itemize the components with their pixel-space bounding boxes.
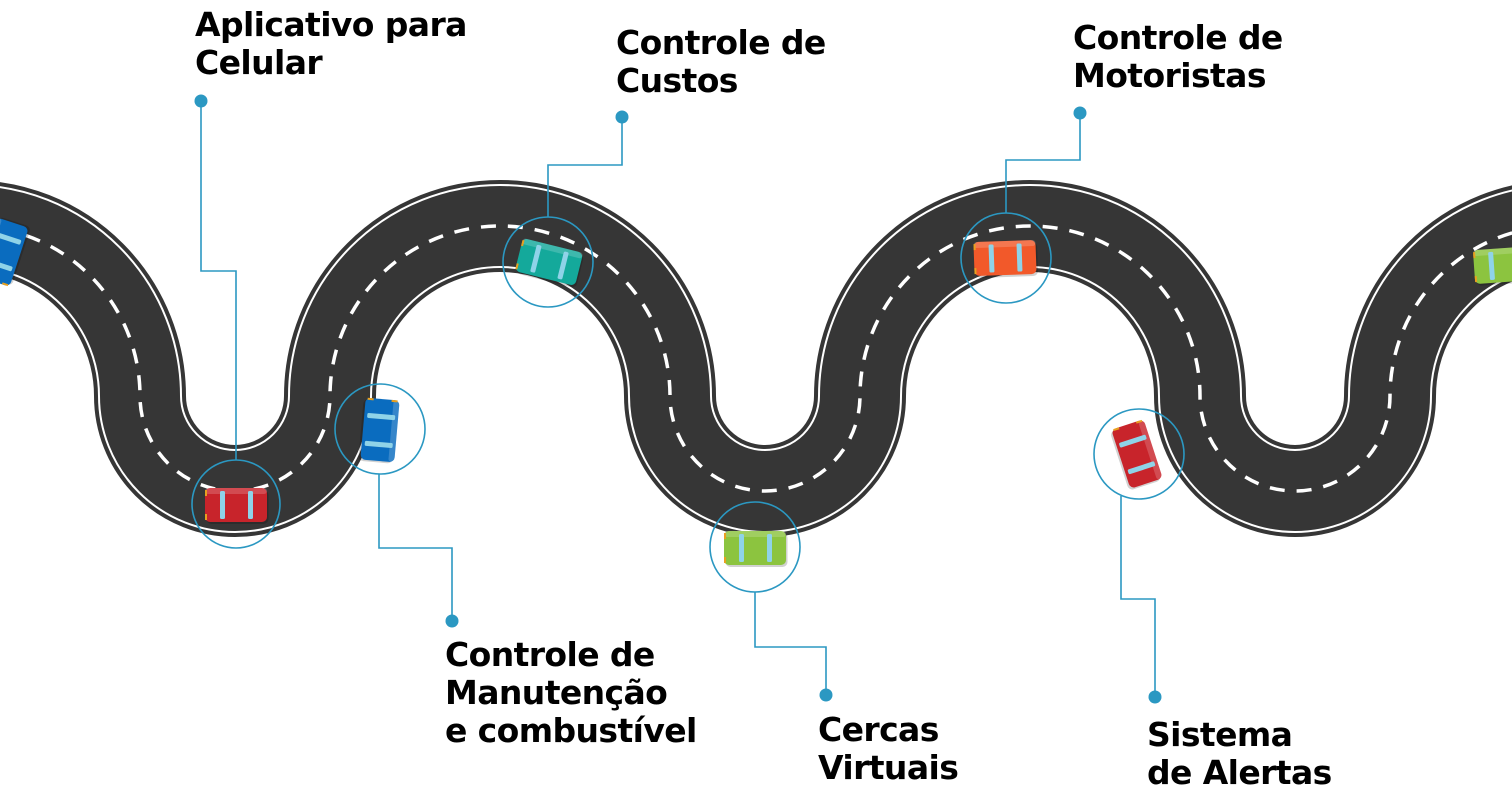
car-light: [1, 282, 9, 287]
car-rear-window: [220, 491, 225, 519]
car-light: [367, 397, 374, 401]
label-line: Controle de: [1073, 18, 1283, 57]
car-front-window: [1016, 243, 1023, 272]
highlight-ring-maintenance-fuel: [334, 383, 426, 475]
cars: [0, 212, 1512, 593]
highlight-ring-virtual-fences: [709, 501, 801, 593]
car-driver-control: [973, 240, 1038, 278]
car-light: [205, 490, 207, 496]
car-virtual-fences: [724, 531, 788, 567]
car-alert-system: [1111, 419, 1162, 490]
label-line: Custos: [616, 61, 738, 100]
callout-line-driver-control: [1005, 113, 1081, 213]
car-front-window: [248, 491, 253, 519]
callout-line-virtual-fences: [754, 592, 827, 695]
car-front-window: [364, 440, 393, 449]
label-line: Controle de: [445, 635, 655, 674]
callout-line-maintenance-fuel: [378, 474, 453, 621]
car-mobile-app: [205, 488, 269, 524]
road-inner-asphalt: [0, 226, 1512, 491]
car-body: [0, 218, 28, 286]
callout-line-alert-system: [1120, 496, 1156, 697]
car-front-window: [557, 251, 569, 280]
car-rear-window: [739, 534, 744, 562]
highlight-ring-driver-control: [960, 212, 1052, 304]
car-light: [1474, 276, 1478, 283]
car-highlight: [724, 531, 786, 537]
car-cost-control: [515, 238, 584, 288]
car-rear-window: [530, 244, 542, 273]
callouts: [194, 94, 1162, 704]
label-line: Cercas: [818, 710, 939, 749]
car-front-window: [767, 534, 772, 562]
callout-dot-driver-control: [1073, 106, 1087, 120]
label-line: Sistema: [1147, 715, 1293, 754]
car-light: [391, 399, 398, 403]
callout-dot-cost-control: [615, 110, 629, 124]
callout-dot-virtual-fences: [819, 688, 833, 702]
car-highlight: [205, 488, 267, 494]
label-line: Celular: [195, 43, 323, 82]
label-line: Manutenção: [445, 673, 668, 712]
callout-dot-mobile-app: [194, 94, 208, 108]
car-rear-window: [1119, 434, 1147, 448]
car-light: [521, 239, 525, 247]
car-body: [1112, 420, 1162, 488]
label-line: e combustível: [445, 711, 697, 750]
car-rear-window: [0, 258, 13, 272]
callout-dot-maintenance-fuel: [445, 614, 459, 628]
car-front-window: [1127, 461, 1156, 475]
car-light: [1113, 427, 1120, 432]
label-line: Motoristas: [1073, 56, 1266, 95]
car-light: [974, 268, 977, 275]
car-front-window: [0, 231, 22, 245]
label-line: Controle de: [616, 23, 826, 62]
car-rear-window: [988, 244, 995, 273]
callout-line-cost-control: [547, 117, 623, 217]
car-light: [515, 263, 519, 270]
car-rear-window: [1488, 251, 1495, 280]
highlight-ring-mobile-app: [191, 459, 281, 549]
callout-line-mobile-app: [200, 101, 237, 460]
highlight-ring-cost-control: [502, 216, 594, 308]
car-light: [1135, 419, 1143, 424]
car-light: [724, 533, 726, 539]
car-light: [1473, 252, 1476, 259]
car-left-edge-car: [0, 217, 30, 287]
label-line: Aplicativo para: [195, 5, 467, 44]
car-light: [205, 514, 207, 520]
car-right-edge-car: [1473, 246, 1512, 286]
car-light: [973, 244, 976, 251]
car-body: [515, 239, 583, 285]
highlight-ring-alert-system: [1093, 408, 1185, 500]
car-light: [724, 557, 726, 563]
callout-dot-alert-system: [1148, 690, 1162, 704]
label-line: Virtuais: [818, 748, 959, 787]
car-maintenance-fuel: [358, 397, 400, 464]
label-line: de Alertas: [1147, 753, 1332, 792]
car-rear-window: [367, 412, 396, 421]
winding-road: [0, 226, 1512, 491]
